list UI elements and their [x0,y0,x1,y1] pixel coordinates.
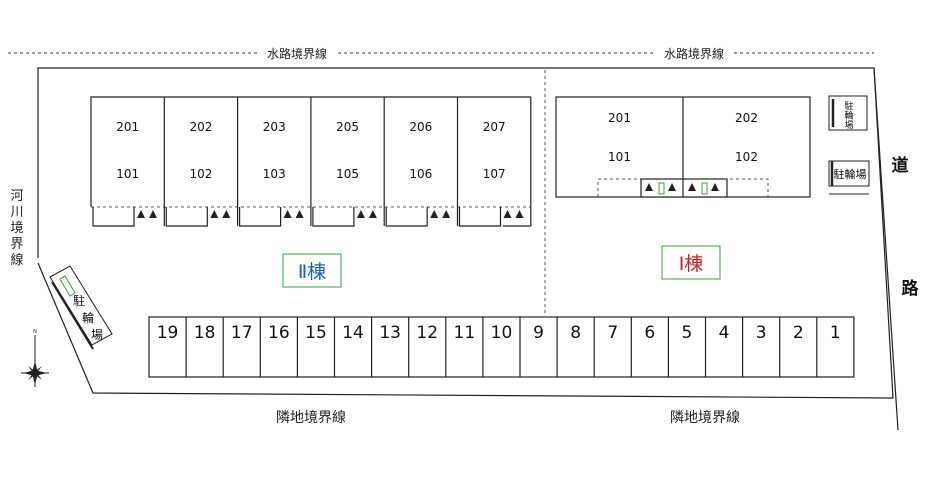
river-boundary-char: 川 [10,205,23,220]
bicycle-parking-left-char1: 駐 [73,293,85,308]
water-boundary-label-left: 水路境界線 [267,46,327,61]
parking-space-13: 13 [371,317,401,377]
bicycle-parking-right-top-label: 駐輪場 [844,100,853,131]
parking-space-number: 4 [719,323,730,343]
parking-space-1: 1 [816,317,841,377]
building-i-label: Ⅰ棟 [661,245,721,280]
unit-ii-106: 206 106 [383,97,451,227]
parking-space-number: 7 [607,323,618,343]
parking-space-number: 10 [491,323,513,343]
parking-space-3: 3 [741,317,767,377]
parking-space-number: 11 [454,323,476,343]
bicycle-parking-left: 駐 輪 場 [49,265,113,350]
parking-space-number: 12 [416,323,438,343]
bicycle-parking-right-side: 駐輪場 [828,160,870,195]
unit-lower-number: 107 [483,167,506,181]
unit-lower-number: 101 [608,150,631,164]
site-outline [37,67,894,399]
bicycle-parking-left-char3: 場 [91,328,103,342]
parking-space-number: 1 [830,323,841,343]
unit-ii-105: 205 105 [310,97,377,227]
unit-i-101: 201 101 [608,111,631,164]
unit-upper-number: 201 [608,111,631,125]
unit-lower-number: 102 [189,167,212,181]
building-i: 201 101 202 102 [555,96,811,198]
building-ii-label: Ⅱ棟 [282,253,342,288]
unit-ii-103: 203 103 [237,97,304,227]
parking-space-2: 2 [779,317,804,377]
bicycle-parking-right-top: 駐輪場 [828,95,868,131]
parking-space-7: 7 [593,317,618,377]
water-boundary-label-right: 水路境界線 [664,46,724,61]
parking-space-number: 2 [793,323,804,343]
parking-space-6: 6 [630,317,655,377]
unit-lower-number: 102 [735,150,758,164]
river-boundary-char: 河 [10,189,23,204]
parking-space-number: 19 [157,323,179,343]
compass-north-label: N [33,329,37,335]
parking-space-12: 12 [408,317,438,377]
unit-upper-number: 202 [735,111,758,125]
parking-space-17: 17 [222,317,253,377]
unit-upper-number: 205 [336,120,359,134]
parking-space-number: 17 [231,323,253,343]
parking-space-16: 16 [259,317,290,377]
road-label-char1: 道 [892,155,909,176]
river-boundary-char: 境 [10,221,23,236]
parking-space-15: 15 [296,317,327,377]
unit-upper-number: 202 [189,120,212,134]
neighbor-boundary-label-left: 隣地境界線 [276,410,346,426]
parking-space-number: 16 [268,323,290,343]
unit-lower-number: 101 [116,167,139,181]
unit-ii-102: 202 102 [163,97,231,227]
parking-space-number: 5 [682,323,693,343]
parking-space-8: 8 [556,317,581,377]
river-boundary-char: 界 [10,237,23,252]
parking-space-14: 14 [333,317,364,377]
parking-space-number: 9 [533,323,544,343]
neighbor-boundary-label-right: 隣地境界線 [670,410,740,426]
parking-space-11: 11 [445,317,476,377]
building-ii-label-text: Ⅱ棟 [298,261,326,283]
unit-lower-number: 105 [336,167,359,181]
parking-space-4: 4 [704,317,730,377]
parking-space-number: 6 [644,323,655,343]
parking-space-number: 14 [342,323,364,343]
unit-ii-107: 207 107 [456,97,524,227]
bicycle-parking-right-side-label: 駐輪場 [834,167,867,181]
parking-space-9: 9 [519,317,544,377]
bicycle-parking-right-top-char: 輪 [844,110,853,122]
unit-upper-number: 203 [263,120,286,134]
parking-space-number: 15 [305,323,327,343]
bicycle-parking-right-top-char: 場 [844,119,853,131]
bicycle-parking-left-char2: 輪 [82,310,94,325]
unit-ii-101: 201 101 [92,120,157,227]
river-boundary-char: 線 [10,252,23,268]
unit-lower-number: 106 [409,167,432,181]
parking-space-18: 18 [185,317,216,377]
unit-upper-number: 206 [409,120,432,134]
parking-space-number: 18 [194,323,216,343]
parking-space-19: 19 [157,323,179,343]
unit-i-102: 202 102 [735,111,758,164]
unit-upper-number: 201 [116,120,139,134]
unit-lower-number: 103 [263,167,286,181]
parking-space-5: 5 [667,317,693,377]
building-i-label-text: Ⅰ棟 [679,253,704,275]
parking-space-number: 13 [379,323,401,343]
building-ii: 201 101 202 102 203 103 205 105 206 106 207 107 [90,96,532,227]
parking-space-number: 8 [570,323,581,343]
compass-rose-icon: N [21,329,49,387]
road-edge-line [873,67,899,431]
unit-upper-number: 207 [483,120,506,134]
bicycle-parking-right-top-char: 駐 [844,100,853,112]
parking-space-number: 3 [756,323,767,343]
road-label-char2: 路 [902,278,920,299]
parking-row: 19 18 17 16 15 14 13 12 11 10 9 8 7 6 5 4 3 2 1 [148,316,855,378]
parking-space-10: 10 [482,317,513,377]
